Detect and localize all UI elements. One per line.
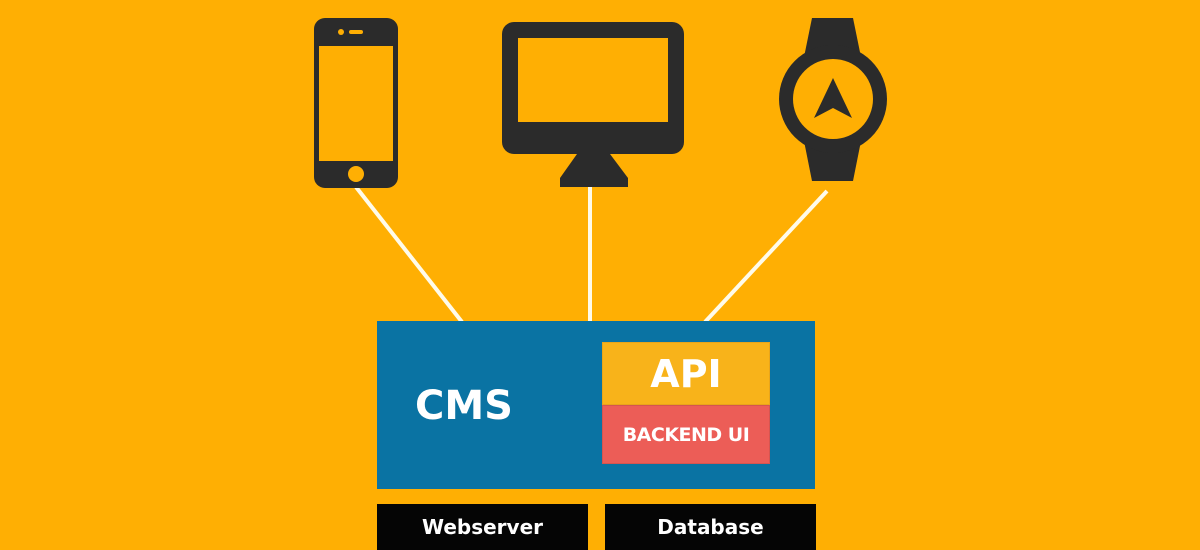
backend-ui-block: BACKEND UI <box>602 405 770 464</box>
cms-label: CMS <box>415 383 513 429</box>
connector-phone-cms <box>354 185 464 324</box>
database-block: Database <box>605 504 816 550</box>
connector-watch-cms <box>703 189 829 324</box>
monitor-icon <box>502 22 684 187</box>
smartwatch-icon <box>779 18 887 181</box>
api-block: API <box>602 342 770 405</box>
webserver-block: Webserver <box>377 504 588 550</box>
smartphone-icon <box>314 18 398 188</box>
